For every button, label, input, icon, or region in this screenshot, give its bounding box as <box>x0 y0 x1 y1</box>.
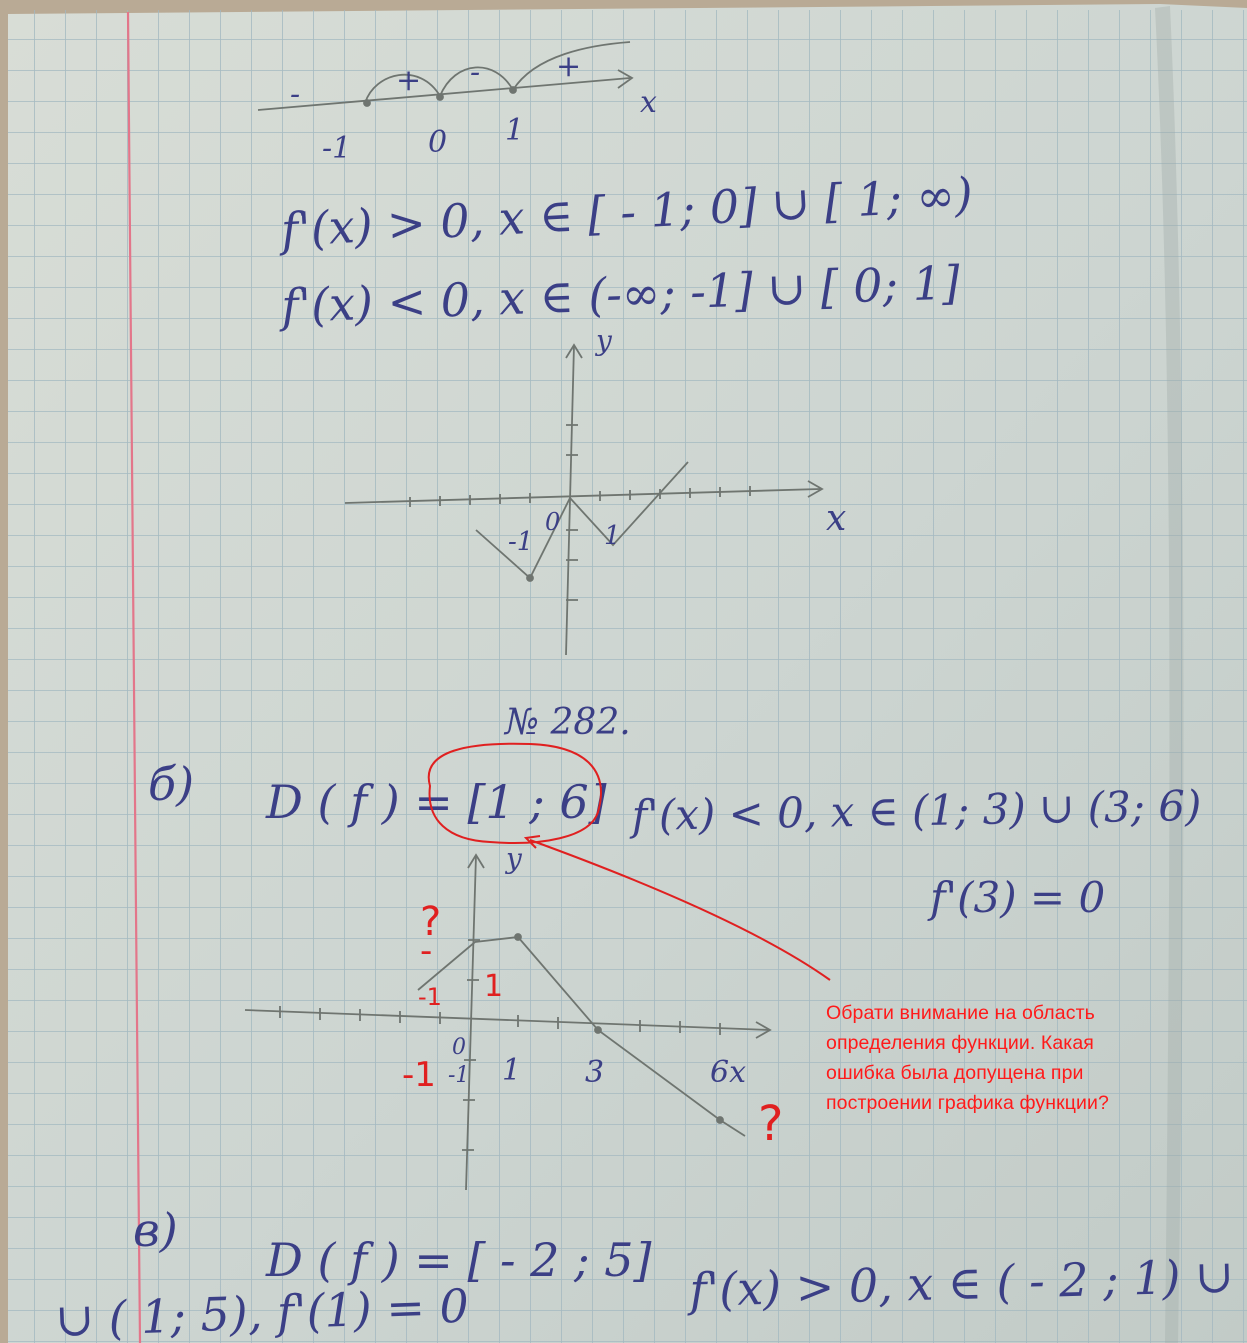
problem-number: № 282. <box>503 702 631 743</box>
teacher-circle <box>427 742 831 981</box>
margin-line <box>126 11 142 1343</box>
graph-1-labels: y x -1 0 1 <box>508 324 846 557</box>
red-question-left: ? <box>420 899 441 945</box>
part-b-derivative: f'(x) < 0, x ∈ (1; 3) ∪ (3; 6) <box>628 781 1201 840</box>
red-minus-one-left: -1 <box>418 983 442 1011</box>
part-b-domain: D ( f ) = [1 ; 6] <box>265 775 607 829</box>
red-question-right: ? <box>758 1096 783 1152</box>
axis-x-label: x <box>640 85 657 120</box>
sign-chart-labels: - + - + -1 0 1 x <box>290 49 657 166</box>
graph1-label-one: 1 <box>604 521 621 551</box>
point-minus-one: -1 <box>322 131 351 166</box>
graph-2-teacher-marks: ? - 1 -1 -1 ? <box>402 899 783 1152</box>
graph2-x-label-minus-one: -1 <box>448 1063 469 1088</box>
red-dash: - <box>420 931 432 971</box>
part-b: б) D ( f ) = [1 ; 6] f'(x) < 0, x ∈ (1; … <box>148 757 1202 922</box>
part-b-label: б) <box>148 757 194 811</box>
sign-plus-1: + <box>396 63 421 98</box>
part-v-domain: D ( f ) = [ - 2 ; 5] <box>265 1233 651 1287</box>
teacher-comment: Обрати внимание на область определения ф… <box>826 998 1231 1118</box>
graph-2 <box>244 853 772 1191</box>
graph-1 <box>344 343 824 656</box>
graph2-x-label-six: 6x <box>710 1055 746 1090</box>
graph1-y-label: y <box>594 324 613 357</box>
graph2-x-label-zero: 0 <box>452 1035 466 1060</box>
sign-plus-2: + <box>556 49 581 84</box>
graph2-x-label-one: 1 <box>502 1053 521 1088</box>
teacher-comment-line-2: определения функции. Какая <box>826 1032 1094 1054</box>
part-b-stationary: f'(3) = 0 <box>927 873 1105 922</box>
point-zero: 0 <box>428 125 447 160</box>
sign-minus-2: - <box>470 55 480 90</box>
part-v-label: в) <box>133 1203 178 1257</box>
graph2-x-label-three: 3 <box>585 1055 604 1090</box>
sign-chart <box>257 41 634 111</box>
sign-minus-1: - <box>290 77 300 112</box>
teacher-comment-line-1: Обрати внимание на область <box>826 1002 1095 1024</box>
graph1-label-minus-one: -1 <box>508 527 533 557</box>
red-minus-one-axis: -1 <box>402 1055 436 1095</box>
teacher-comment-line-3: ошибка была допущена при <box>826 1062 1084 1084</box>
graph-2-labels: y -1 0 1 3 6x <box>448 842 746 1090</box>
point-one: 1 <box>505 113 524 148</box>
teacher-arrow <box>529 839 831 981</box>
graph1-label-zero: 0 <box>545 508 560 536</box>
teacher-comment-line-4: построении графика функции? <box>826 1092 1109 1114</box>
graph2-y-label: y <box>504 842 523 875</box>
red-y-one: 1 <box>484 969 503 1004</box>
graph1-x-label: x <box>826 498 846 539</box>
